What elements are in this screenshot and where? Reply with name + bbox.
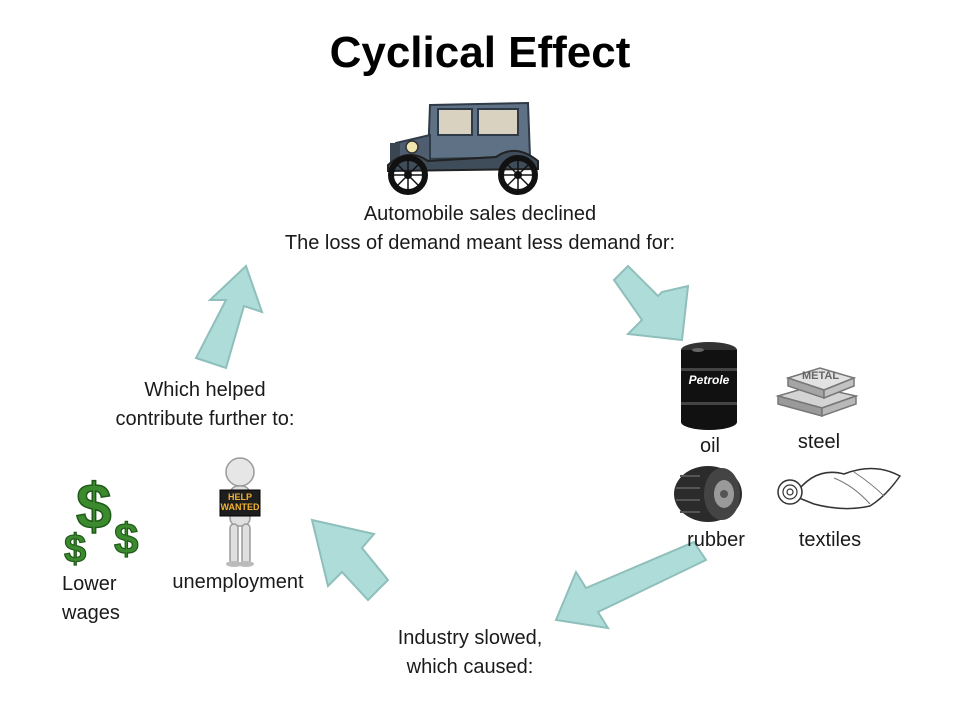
- arrow-down-right: [612, 264, 690, 342]
- steel-label: steel: [797, 431, 841, 453]
- bottom-caption-line2: which caused:: [406, 656, 534, 678]
- unemployment-label: unemployment: [172, 571, 304, 593]
- dollar-signs-icon: $ $ $: [62, 466, 152, 566]
- textiles-label: textiles: [798, 529, 862, 551]
- fabric-roll-icon: [774, 456, 904, 516]
- page-title: Cyclical Effect: [329, 28, 631, 77]
- arrow-up: [194, 264, 264, 370]
- left-caption: Which helped contribute further to:: [70, 376, 340, 434]
- help-wanted-figure-icon: HELP WANTED: [200, 456, 280, 568]
- bottom-caption: Industry slowed, which caused:: [360, 624, 580, 682]
- lower-wages-line2: wages: [62, 602, 120, 624]
- oil-label: oil: [699, 435, 720, 457]
- top-caption-line2: The loss of demand meant less demand for…: [284, 232, 676, 254]
- svg-text:$: $: [64, 527, 86, 566]
- svg-text:$: $: [114, 515, 138, 564]
- top-caption: Automobile sales declined The loss of de…: [180, 200, 780, 258]
- oil-barrel-icon: Petrole: [678, 340, 740, 432]
- car-icon: [378, 95, 548, 195]
- left-caption-line1: Which helped: [144, 379, 266, 401]
- tire-icon: [670, 462, 746, 526]
- bottom-caption-line1: Industry slowed,: [397, 627, 543, 649]
- sign-line2: WANTED: [220, 502, 260, 512]
- sign-line1: HELP: [227, 492, 252, 502]
- rubber-label: rubber: [687, 529, 745, 551]
- top-caption-line1: Automobile sales declined: [363, 203, 597, 225]
- left-caption-line2: contribute further to:: [115, 408, 295, 430]
- help-wanted-sign: HELP WANTED: [220, 492, 260, 512]
- barrel-label: Petrole: [688, 373, 730, 387]
- lower-wages-label: Lower wages: [62, 570, 120, 628]
- svg-text:$: $: [76, 470, 112, 542]
- metal-label: METAL: [802, 370, 840, 382]
- metal-bars-icon: METAL: [772, 360, 862, 420]
- lower-wages-line1: Lower: [62, 573, 117, 595]
- arrow-up-left: [310, 518, 390, 602]
